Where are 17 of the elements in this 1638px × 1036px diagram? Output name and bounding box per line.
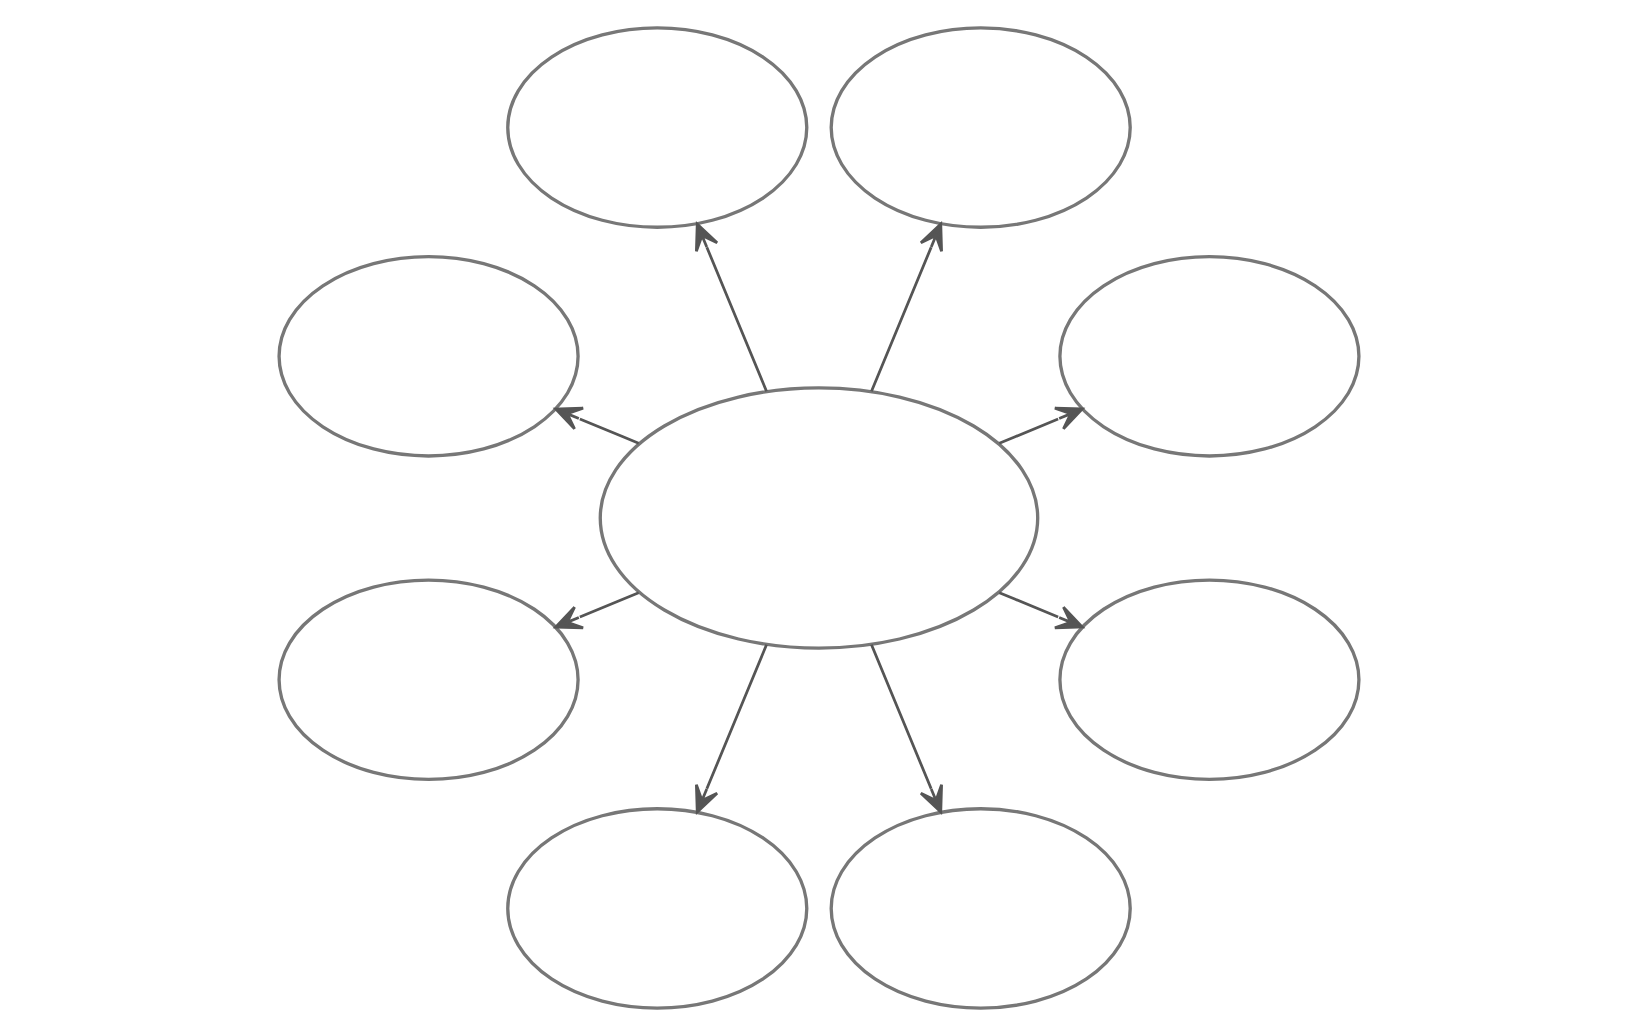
arrow: [870, 222, 943, 392]
node-ellipse: [829, 807, 1132, 1010]
node-ellipse: [598, 386, 1040, 650]
node-ellipse: [1058, 578, 1361, 782]
arrow: [870, 644, 943, 814]
node-ellipse: [506, 807, 809, 1010]
node-ellipse: [829, 26, 1132, 229]
arrow: [554, 591, 640, 630]
node-ellipse: [506, 26, 809, 229]
node-ellipse: [277, 254, 580, 458]
arrow: [998, 591, 1084, 630]
arrow: [695, 222, 768, 392]
arrow: [695, 644, 768, 814]
arrow: [554, 406, 640, 445]
arrow: [998, 406, 1084, 445]
node-ellipse: [1058, 254, 1361, 458]
node-ellipse: [277, 578, 580, 782]
